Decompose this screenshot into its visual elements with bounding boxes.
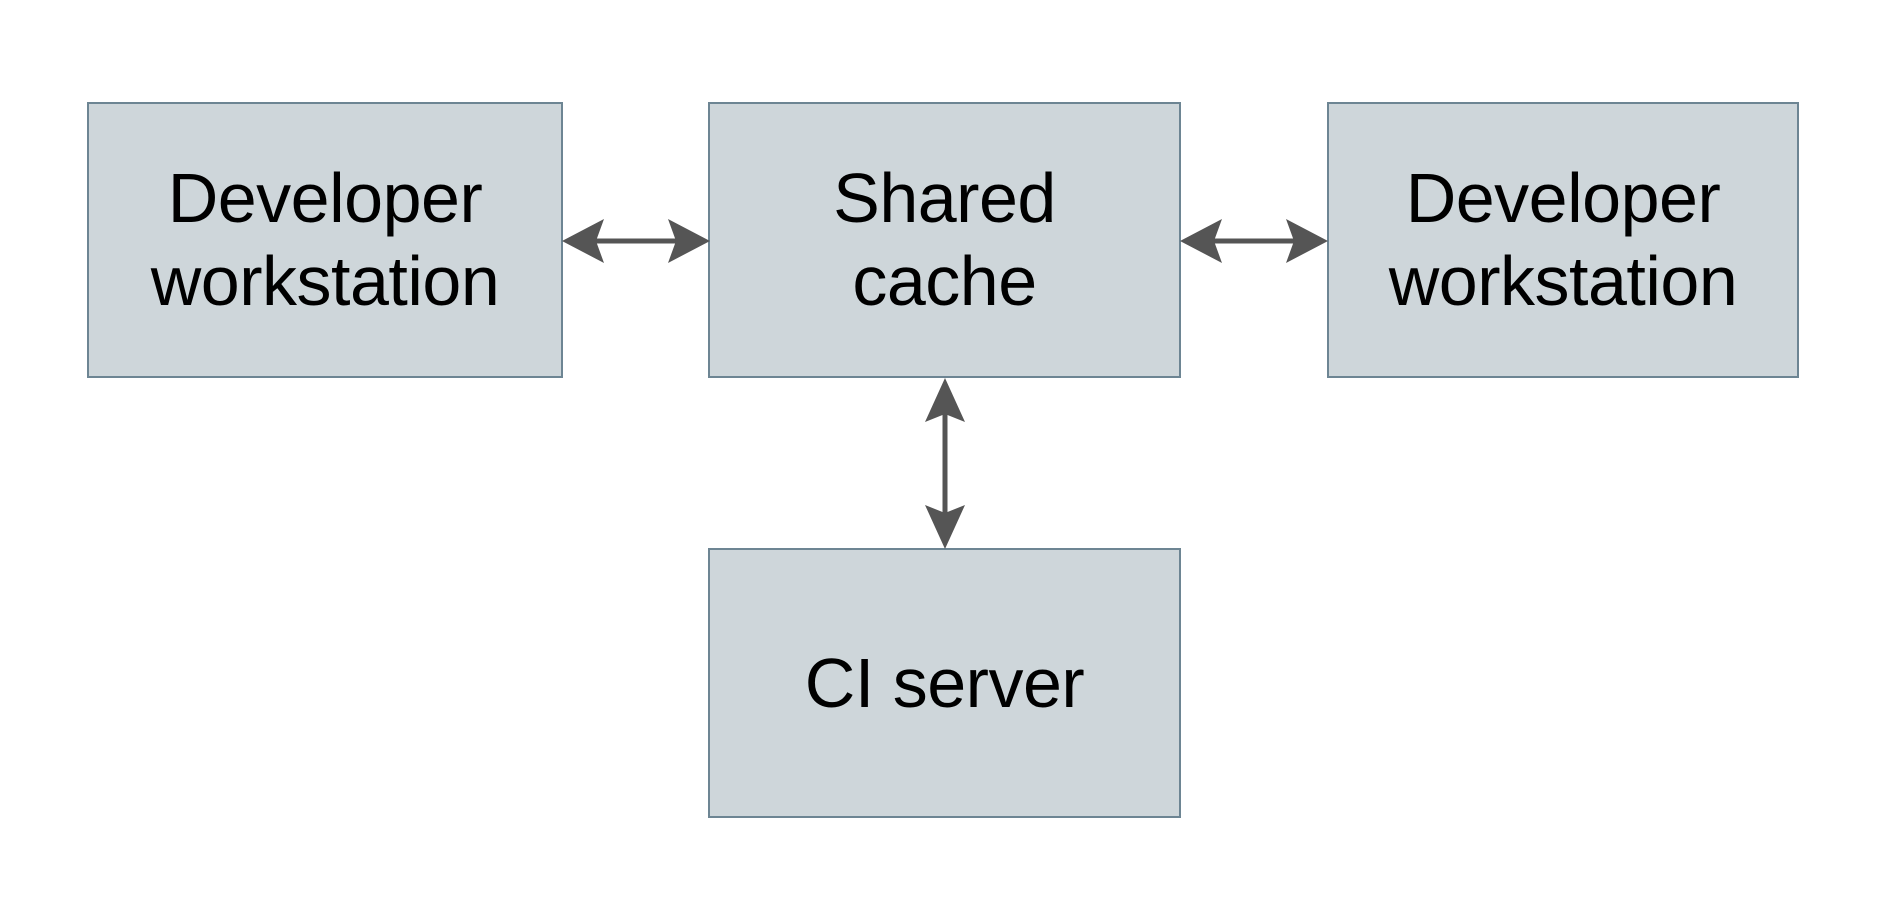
node-label: CI server	[804, 643, 1085, 722]
arrowhead-right-icon	[1286, 219, 1328, 263]
node-shared-cache[interactable]: Shared cache	[708, 102, 1181, 378]
arrowhead-down-icon	[925, 505, 965, 549]
node-ci-server[interactable]: CI server	[708, 548, 1181, 818]
arrowhead-left-icon	[1180, 219, 1222, 263]
connector-shared-cache-to-developer-workstation-right[interactable]	[1178, 208, 1330, 274]
arrowhead-up-icon	[925, 378, 965, 422]
connector-shared-cache-to-ci-server[interactable]	[912, 376, 978, 551]
arrowhead-left-icon	[562, 219, 604, 263]
node-developer-workstation-left[interactable]: Developer workstation	[87, 102, 563, 378]
node-label: Developer workstation	[1388, 159, 1738, 320]
node-label: Developer workstation	[150, 159, 500, 320]
node-label: Shared cache	[833, 159, 1056, 320]
arrowhead-right-icon	[668, 219, 710, 263]
connector-developer-workstation-left-to-shared-cache[interactable]	[560, 208, 712, 274]
node-developer-workstation-right[interactable]: Developer workstation	[1327, 102, 1799, 378]
